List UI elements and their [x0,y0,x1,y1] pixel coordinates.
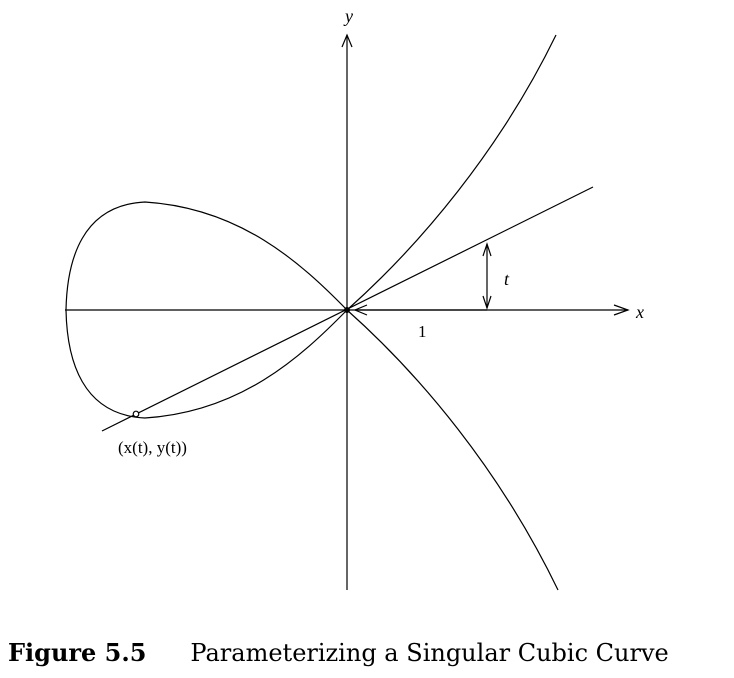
curve-loop [65,201,348,419]
t-arrow-head-top [482,242,492,257]
unit-label: 1 [418,322,427,341]
curve-point [132,410,140,418]
unit-arrowhead [353,304,368,316]
curve-lower-branch [346,309,559,591]
y-axis-arrowhead [341,33,353,48]
figure-number: Figure 5.5 [8,638,147,667]
x-axis-label: x [635,302,644,322]
curve-upper-branch [346,34,557,311]
x-axis-arrowhead [613,304,630,316]
figure-title: Parameterizing a Singular Cubic Curve [190,639,669,667]
t-arrow-head-bottom [482,295,492,310]
figure-caption: Figure 5.5 Parameterizing a Singular Cubi… [8,638,669,667]
figure-diagram: y x t 1 (x(t), y(t)) [65,6,644,591]
t-label: t [504,269,510,289]
origin-point [344,307,350,313]
point-label: (x(t), y(t)) [118,438,187,457]
y-axis-label: y [343,6,353,26]
